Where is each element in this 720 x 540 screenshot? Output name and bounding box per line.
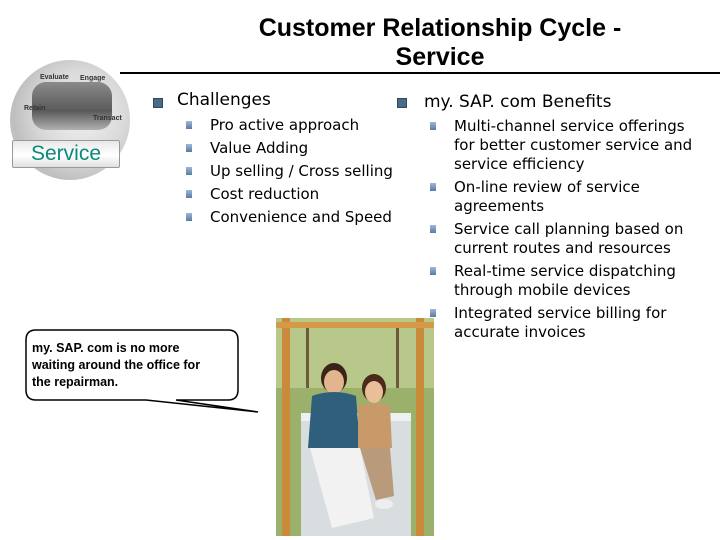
bullet-icon [186, 190, 192, 198]
benefits-list: Multi-channel service offerings for bett… [424, 117, 716, 342]
list-item: On-line review of service agreements [424, 178, 716, 216]
square-bullet-icon [153, 98, 163, 108]
cycle-label-retain: Retain [24, 105, 46, 112]
list-item: Service call planning based on current r… [424, 220, 716, 258]
title-divider [120, 72, 720, 74]
title-line-2: Service [395, 43, 485, 71]
challenges-heading: Challenges [177, 90, 271, 110]
list-item: Cost reduction [180, 185, 410, 208]
cycle-label-evaluate: Evaluate [40, 74, 69, 81]
service-banner: Service [12, 140, 120, 168]
bullet-icon [186, 213, 192, 221]
list-item: Integrated service billing for accurate … [424, 304, 716, 342]
bullet-icon [186, 167, 192, 175]
challenges-list: Pro active approach Value Adding Up sell… [180, 116, 410, 231]
callout-text: my. SAP. com is no more waiting around t… [32, 341, 201, 389]
list-item: Up selling / Cross selling [180, 162, 410, 185]
bullet-icon [186, 121, 192, 129]
bullet-icon [430, 309, 436, 317]
list-item: Real-time service dispatching through mo… [424, 262, 716, 300]
cycle-label-engage: Engage [80, 75, 106, 82]
benefits-heading: my. SAP. com Benefits [424, 92, 612, 112]
list-item: Multi-channel service offerings for bett… [424, 117, 716, 174]
title-line-1: Customer Relationship Cycle - [258, 14, 622, 42]
customer-faces-image [32, 82, 112, 130]
list-item: Value Adding [180, 139, 410, 162]
cycle-label-transact: Transact [93, 115, 122, 122]
list-item: Convenience and Speed [180, 208, 410, 231]
bullet-icon [430, 183, 436, 191]
square-bullet-icon [397, 98, 407, 108]
callout-bubble-shape [25, 329, 259, 413]
page-title: Customer Relationship Cycle - Service [200, 14, 680, 72]
list-item: Pro active approach [180, 116, 410, 139]
bullet-icon [430, 122, 436, 130]
bullet-icon [430, 267, 436, 275]
playground-photo [276, 318, 434, 536]
speech-callout [25, 329, 259, 413]
bullet-icon [430, 225, 436, 233]
service-label: Service [30, 142, 102, 165]
bullet-icon [186, 144, 192, 152]
